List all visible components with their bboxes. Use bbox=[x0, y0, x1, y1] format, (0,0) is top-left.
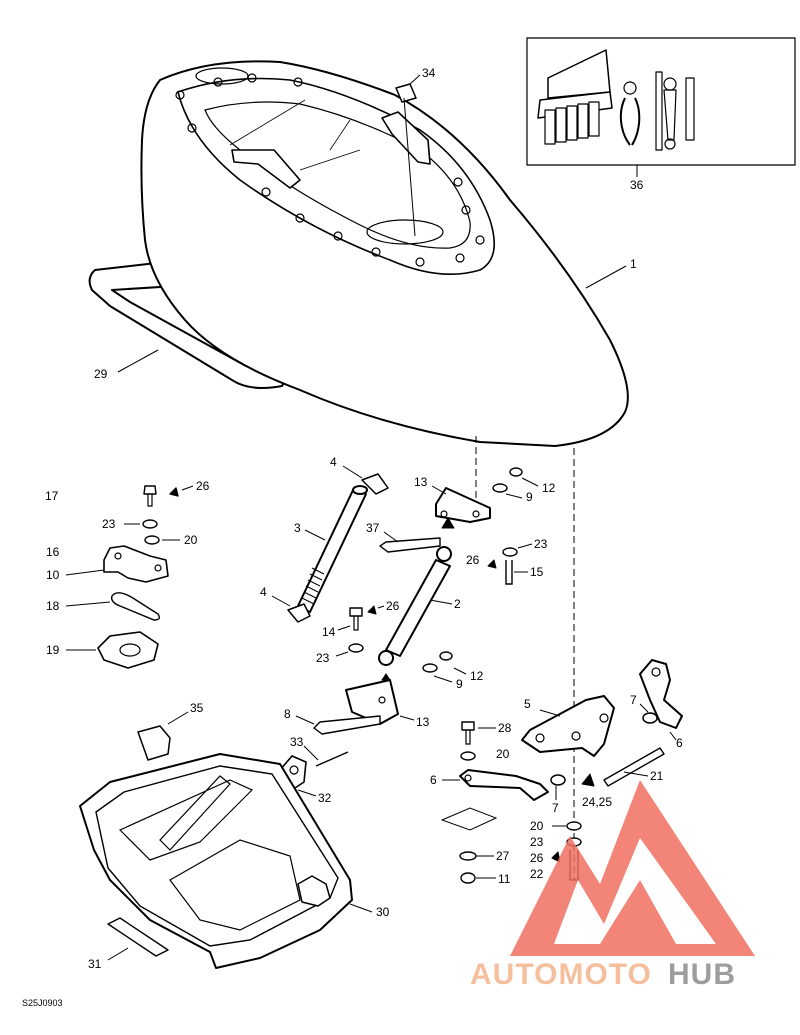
callout-34: 34 bbox=[422, 66, 436, 80]
callout-23b: 23 bbox=[534, 537, 548, 551]
callout-33: 33 bbox=[290, 735, 304, 749]
part-34: 34 bbox=[395, 66, 436, 237]
callout-7b: 7 bbox=[552, 801, 559, 815]
callout-4b: 4 bbox=[260, 585, 267, 599]
callout-13a: 13 bbox=[414, 475, 428, 489]
callout-8: 8 bbox=[284, 707, 291, 721]
callout-35: 35 bbox=[190, 701, 204, 715]
callout-26a: 26 bbox=[196, 479, 210, 493]
callout-13b: 13 bbox=[416, 715, 430, 729]
callout-31: 31 bbox=[88, 957, 102, 971]
callout-5: 5 bbox=[524, 697, 531, 711]
callout-20b: 20 bbox=[496, 747, 510, 761]
callout-3: 3 bbox=[294, 521, 301, 535]
callout-20a: 20 bbox=[184, 533, 198, 547]
lower-bracket: 13 9 12 8 bbox=[284, 651, 484, 735]
screw-14-group: 26 14 23 bbox=[316, 599, 400, 665]
callout-26b: 26 bbox=[466, 553, 480, 567]
gas-spring: 2 bbox=[378, 546, 461, 666]
callout-15: 15 bbox=[530, 565, 544, 579]
callout-6b: 6 bbox=[676, 736, 683, 750]
callout-22: 22 bbox=[530, 867, 544, 881]
callout-9b: 9 bbox=[456, 677, 463, 691]
callout-32: 32 bbox=[318, 791, 332, 805]
callout-2: 2 bbox=[454, 597, 461, 611]
callout-21: 21 bbox=[650, 769, 664, 783]
diagram-reference: S25J0903 bbox=[22, 998, 63, 1008]
callout-29: 29 bbox=[94, 367, 108, 381]
callout-12b: 12 bbox=[470, 669, 484, 683]
watermark-triangle-icon bbox=[510, 780, 755, 956]
watermark-hub-text: HUB bbox=[668, 958, 736, 991]
callout-23d: 23 bbox=[530, 835, 544, 849]
callout-19: 19 bbox=[46, 643, 60, 657]
callout-1: 1 bbox=[630, 257, 637, 271]
watermark-auto-text: AUTOMOTO bbox=[470, 958, 652, 991]
callout-11: 11 bbox=[498, 872, 511, 886]
callout-7a: 7 bbox=[630, 693, 637, 707]
callout-23c: 23 bbox=[316, 651, 330, 665]
upper-bracket: 13 9 12 37 23 26 15 bbox=[366, 467, 556, 585]
callout-10: 10 bbox=[46, 568, 60, 582]
linkage-assembly: 5 6 7 21 6 7 24,25 28 20 bbox=[430, 659, 683, 886]
callout-4a: 4 bbox=[330, 455, 337, 469]
callout-12a: 12 bbox=[542, 481, 556, 495]
storage-tray-group: 30 35 31 bbox=[79, 701, 390, 971]
callout-28: 28 bbox=[498, 721, 512, 735]
tool-kit-icon bbox=[537, 49, 695, 151]
callout-30: 30 bbox=[376, 905, 390, 919]
callout-20c: 20 bbox=[530, 819, 544, 833]
callout-17: 17 bbox=[45, 489, 59, 503]
callout-18: 18 bbox=[46, 599, 60, 613]
callout-26d: 26 bbox=[530, 851, 544, 865]
callout-2425: 24,25 bbox=[582, 795, 612, 809]
callout-23a: 23 bbox=[102, 517, 116, 531]
callout-16: 16 bbox=[46, 545, 60, 559]
callout-26c: 26 bbox=[386, 599, 400, 613]
callout-36: 36 bbox=[630, 178, 644, 192]
tool-kit-group: 36 bbox=[526, 37, 796, 192]
callout-6a: 6 bbox=[430, 773, 437, 787]
callout-37: 37 bbox=[366, 521, 380, 535]
storage-tray-30 bbox=[79, 753, 353, 969]
callout-27: 27 bbox=[496, 849, 510, 863]
automotohub-watermark: AUTOMOTO HUB bbox=[470, 780, 755, 991]
callout-14: 14 bbox=[322, 625, 336, 639]
storage-cover-group bbox=[88, 60, 629, 447]
spring-strut: 4 3 4 bbox=[260, 455, 389, 623]
callout-9a: 9 bbox=[526, 490, 533, 504]
latch-assembly: 17 26 23 20 16 10 18 19 bbox=[45, 479, 210, 669]
